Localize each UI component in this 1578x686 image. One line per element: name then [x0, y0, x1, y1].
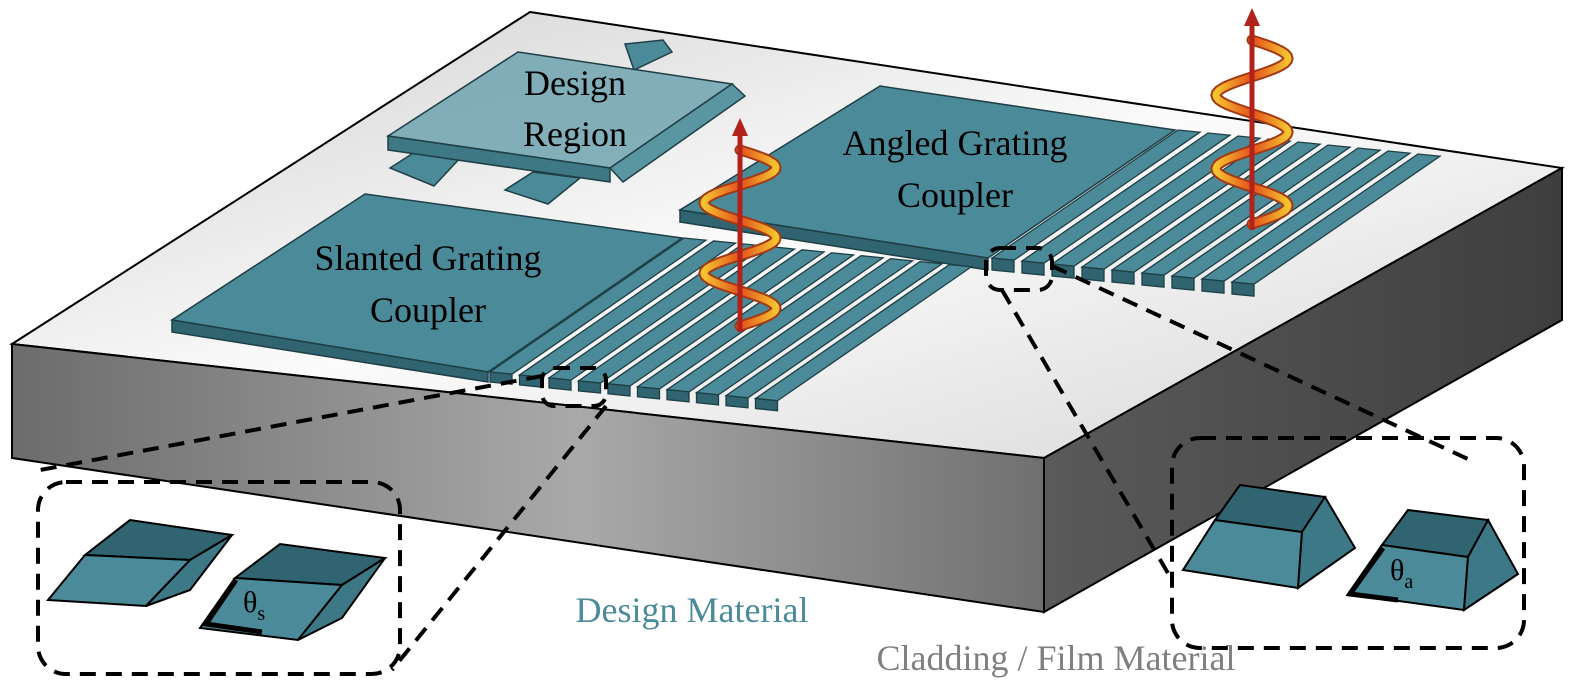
theta-s-label: θs	[243, 586, 265, 625]
slanted-tooth-front-10	[754, 397, 779, 412]
slanted-tooth-front-8	[695, 391, 720, 406]
angled-tooth-1-right	[1296, 495, 1357, 591]
slanted-tooth-front-9	[725, 394, 749, 409]
angled-inset-frame	[1170, 436, 1526, 650]
slanted-inset: θs	[45, 518, 388, 642]
design-region	[385, 39, 747, 205]
slanted-grating-coupler	[169, 193, 974, 412]
angled-tooth-front-5	[1111, 269, 1135, 285]
angled-tooth-front-1	[991, 257, 1015, 273]
cladding-material-label: Cladding / Film Material	[877, 638, 1236, 678]
angled-tooth-front-6	[1141, 272, 1165, 288]
angled-coupler-label-line1: Angled Grating	[843, 123, 1068, 163]
angled-tooth-front-8	[1201, 278, 1225, 294]
angled-tooth-1-front	[1181, 518, 1304, 590]
wave-helix	[700, 146, 780, 330]
angled-zoom-marker	[984, 246, 1054, 292]
design-region-label-line2: Region	[523, 114, 627, 154]
wave-arrow-head	[732, 118, 748, 136]
incident-wave-angled	[1210, 8, 1294, 230]
angled-tooth-front-7	[1171, 275, 1195, 291]
slanted-grating-teeth	[488, 237, 974, 412]
angled-tooth-2-right	[1462, 517, 1520, 612]
theta-s-angle-marker	[201, 578, 263, 635]
design-region-waveguide-top	[623, 39, 674, 72]
slanted-tooth-front-5	[607, 383, 631, 397]
design-region-box-right	[608, 83, 747, 183]
slanted-zoom-line-right	[390, 404, 608, 672]
slanted-coupler-label-line2: Coupler	[370, 290, 486, 330]
design-region-box-front	[387, 135, 611, 183]
slanted-tooth-front-4	[577, 380, 602, 394]
wave-helix	[1212, 36, 1292, 228]
zoom-markers	[36, 246, 1526, 676]
slanted-tooth-front-3	[548, 377, 572, 391]
slanted-pad-front	[171, 319, 489, 383]
design-region-label-line1: Design	[524, 63, 626, 103]
wave-arrow-head	[1244, 8, 1260, 26]
design-material-label: Design Material	[576, 590, 809, 630]
angled-zoom-line-left	[1000, 288, 1174, 582]
angled-tooth-front-2	[1021, 260, 1045, 276]
theta-a-angle-marker	[1345, 546, 1399, 603]
slanted-tooth-2-front	[198, 576, 344, 642]
angled-tooth-front-4	[1081, 266, 1105, 282]
slanted-tooth-front-7	[666, 388, 690, 403]
slanted-zoom-marker	[540, 366, 608, 408]
angled-coupler-label-line2: Coupler	[897, 175, 1013, 215]
angled-inset: θa	[1181, 483, 1520, 612]
theta-a-label: θa	[1390, 554, 1413, 593]
slanted-zoom-line-left	[39, 374, 543, 472]
slanted-tooth-1-right	[145, 534, 233, 607]
incident-wave-slanted	[698, 118, 782, 332]
slanted-coupler-label-line1: Slanted Grating	[315, 238, 542, 278]
slanted-tooth-front-6	[636, 386, 661, 400]
slanted-tooth-2-right	[297, 557, 386, 641]
angled-tooth-front-9	[1231, 281, 1255, 297]
slanted-inset-frame	[36, 480, 402, 676]
